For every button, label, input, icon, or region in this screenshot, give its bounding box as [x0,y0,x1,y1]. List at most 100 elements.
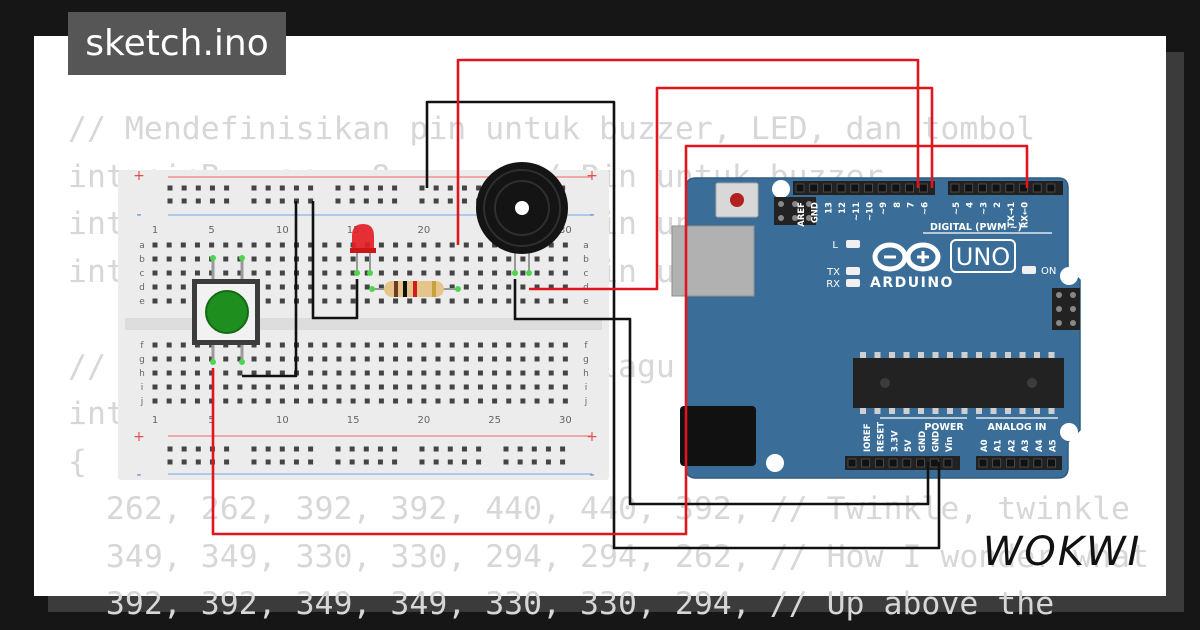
rail-hole [251,198,257,204]
chip-legs [860,352,1055,414]
rail-hole [251,459,257,465]
wire-gnd-rail[interactable] [425,100,941,550]
breadboard-hole [435,370,441,376]
breadboard-hole [449,356,455,362]
breadboard-hole [322,284,328,290]
rail-hole [251,185,257,191]
wire-led-gnd[interactable] [311,201,359,320]
breadboard-hole [534,342,540,348]
wire-buzzer-gnd[interactable] [513,279,930,506]
breadboard-hole [534,384,540,390]
breadboard-hole [265,298,271,304]
breadboard-hole [407,370,413,376]
breadboard-hole [407,342,413,348]
breadboard-hole [477,356,483,362]
breadboard-hole [152,356,158,362]
rail-hole [293,459,299,465]
breadboard-hole [449,256,455,262]
breadboard-hole [180,284,186,290]
breadboard-hole [322,242,328,248]
led-rx-label: RX [826,279,840,290]
breadboard-hole [449,384,455,390]
breadboard-hole [350,284,356,290]
rail-hole [167,446,173,452]
breadboard-label: i [585,383,588,393]
pin-label: A1 [994,439,1004,452]
breadboard[interactable]: aabbccddeeffgghhiijj11551010151520202525… [118,168,609,483]
breadboard-hole [548,398,554,404]
breadboard-label: 5 [208,225,214,236]
breadboard-hole [308,398,314,404]
buzzer[interactable] [476,162,568,276]
breadboard-hole [194,384,200,390]
pin-label: TX→1 [1007,202,1017,227]
breadboard-hole [364,384,370,390]
breadboard-hole [265,398,271,404]
breadboard-hole [237,270,243,276]
breadboard-label: 30 [559,415,572,426]
rail-hole [560,459,566,465]
pin-label: ~3 [979,202,989,215]
breadboard-hole [492,256,498,262]
breadboard-hole [308,256,314,262]
analog-label: ANALOG IN [987,422,1046,433]
breadboard-hole [279,370,285,376]
breadboard-hole [492,270,498,276]
breadboard-hole [435,384,441,390]
breadboard-hole [393,270,399,276]
wire-pin2-button[interactable] [211,144,1029,536]
breadboard-hole [421,398,427,404]
wire-pin9-led[interactable] [456,58,920,245]
breadboard-label: - [589,467,594,483]
red-led[interactable] [350,224,376,276]
breadboard-hole [279,242,285,248]
rail-hole [349,185,355,191]
rail-hole [531,459,537,465]
breadboard-hole [520,284,526,290]
mount-hole [772,180,790,198]
breadboard-hole [166,384,172,390]
breadboard-hole [279,298,285,304]
rail-hole [476,185,482,191]
breadboard-hole [166,398,172,404]
uno-badge-text: UNO [956,243,1010,271]
pin-label: A4 [1035,439,1045,452]
breadboard-label: 15 [347,415,360,426]
push-button[interactable] [192,255,260,365]
resistor[interactable] [369,281,461,297]
breadboard-hole [520,370,526,376]
rail-hole [308,446,314,452]
wire-pin8-buzzer[interactable] [529,86,934,291]
chip-notch [1027,378,1037,388]
breadboard-hole [477,256,483,262]
breadboard-hole [492,284,498,290]
breadboard-hole [350,398,356,404]
pin-label: RESET [877,422,887,452]
breadboard-hole [152,270,158,276]
rail-hole [461,198,467,204]
wire-button-gnd[interactable] [242,201,298,378]
breadboard-hole [378,384,384,390]
rail-hole [181,198,187,204]
pin-label: RX←0 [1021,202,1031,228]
breadboard-hole [534,256,540,262]
breadboard-hole [152,298,158,304]
push-button-cap[interactable] [205,290,249,334]
breadboard-hole [463,298,469,304]
breadboard-hole [393,398,399,404]
reset-button[interactable] [730,193,744,207]
breadboard-hole [308,342,314,348]
breadboard-hole [322,298,328,304]
rail-hole [308,185,314,191]
breadboard-hole [308,356,314,362]
mount-hole [1060,423,1078,441]
sketch-title: sketch.ino [68,12,286,75]
breadboard-label: 20 [417,225,430,236]
breadboard-label: 1 [152,225,158,236]
breadboard-hole [506,284,512,290]
breadboard-hole [520,356,526,362]
breadboard-hole [166,342,172,348]
rail-hole [433,198,439,204]
breadboard-hole [336,370,342,376]
